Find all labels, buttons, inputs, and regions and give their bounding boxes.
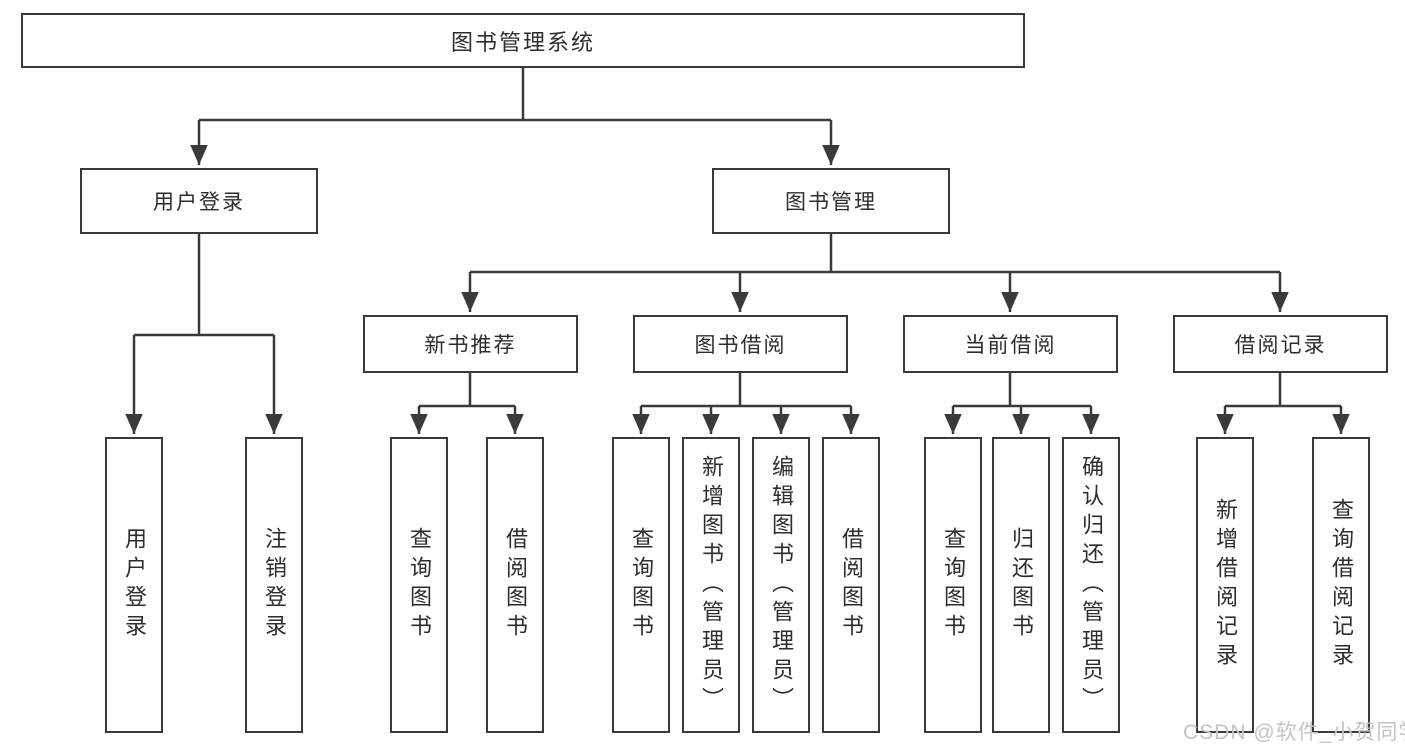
leaf-query-books-borrowing: 查询图书: [612, 437, 670, 733]
leaf-confirm-return-admin: 确认归还（管理员）: [1062, 437, 1120, 733]
node-book-management-label: 图书管理: [785, 191, 877, 214]
node-root: 图书管理系统: [21, 13, 1025, 68]
branch-borrowing-records: [1216, 373, 1350, 434]
leaf-add-borrow-record-label: 新增借阅记录: [1213, 498, 1238, 672]
leaf-edit-book-admin: 编辑图书（管理员）: [752, 437, 810, 733]
leaf-logout-label: 注销登录: [262, 527, 287, 643]
leaf-return-books: 归还图书: [992, 437, 1050, 733]
leaf-query-books-current-label: 查询图书: [941, 527, 966, 643]
leaf-borrow-books-borrowing-label: 借阅图书: [839, 527, 864, 643]
csdn-watermark: CSDN @软件_小贺同学: [1183, 721, 1405, 744]
leaf-return-books-label: 归还图书: [1009, 527, 1034, 643]
leaf-user-login-label: 用户登录: [122, 527, 147, 643]
branch-book-management: [461, 234, 1289, 312]
leaf-edit-book-admin-label: 编辑图书（管理员）: [769, 454, 794, 716]
branch-root: [190, 68, 840, 165]
branch-new-book-recommendation: [410, 373, 524, 434]
node-book-borrowing-label: 图书借阅: [694, 334, 787, 357]
leaf-query-books-recommend: 查询图书: [390, 437, 448, 733]
node-current-borrowing-label: 当前借阅: [964, 334, 1057, 357]
leaf-logout: 注销登录: [245, 437, 303, 733]
leaf-query-borrow-record: 查询借阅记录: [1312, 437, 1370, 733]
leaf-borrow-books-recommend: 借阅图书: [486, 437, 544, 733]
node-book-management: 图书管理: [712, 168, 950, 234]
node-borrowing-records-label: 借阅记录: [1234, 334, 1327, 357]
node-user-login-label: 用户登录: [153, 191, 245, 214]
leaf-query-borrow-record-label: 查询借阅记录: [1329, 498, 1354, 672]
leaf-add-book-admin: 新增图书（管理员）: [682, 437, 740, 733]
leaf-query-books-current: 查询图书: [924, 437, 982, 733]
node-book-borrowing: 图书借阅: [633, 315, 848, 373]
node-new-book-recommendation: 新书推荐: [363, 315, 578, 373]
leaf-add-book-admin-label: 新增图书（管理员）: [699, 454, 724, 716]
leaf-query-books-borrowing-label: 查询图书: [629, 527, 654, 643]
node-root-label: 图书管理系统: [450, 29, 595, 55]
branch-book-borrowing: [632, 373, 860, 434]
leaf-confirm-return-admin-label: 确认归还（管理员）: [1079, 454, 1104, 716]
leaf-user-login: 用户登录: [105, 437, 163, 733]
leaf-borrow-books-borrowing: 借阅图书: [822, 437, 880, 733]
branch-user-login: [125, 234, 283, 434]
branch-current-borrowing: [944, 373, 1100, 434]
node-new-book-recommendation-label: 新书推荐: [424, 334, 517, 357]
leaf-add-borrow-record: 新增借阅记录: [1196, 437, 1254, 733]
node-user-login: 用户登录: [80, 168, 318, 234]
leaf-borrow-books-recommend-label: 借阅图书: [503, 527, 528, 643]
node-borrowing-records: 借阅记录: [1173, 315, 1388, 373]
node-current-borrowing: 当前借阅: [903, 315, 1118, 373]
leaf-query-books-recommend-label: 查询图书: [407, 527, 432, 643]
